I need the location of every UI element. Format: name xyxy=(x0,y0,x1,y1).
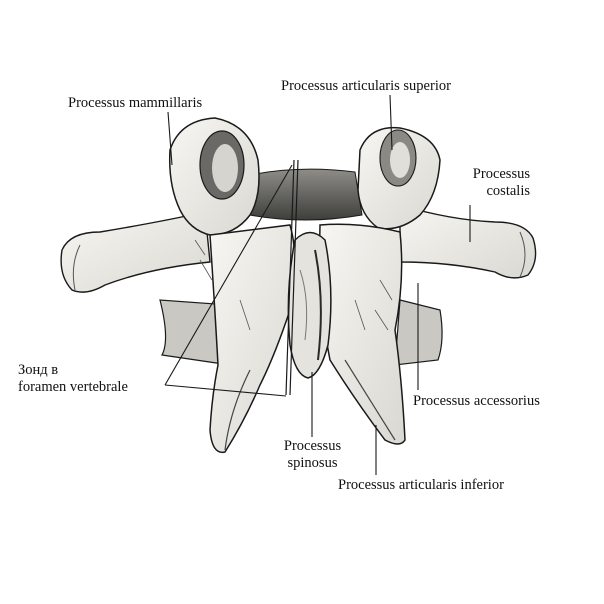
right-costal-process xyxy=(399,204,537,279)
right-lamina xyxy=(318,223,406,445)
shading-hatch xyxy=(194,239,393,331)
label-processus-articularis-superior: Processus articularis superior xyxy=(281,78,451,94)
probe xyxy=(285,159,299,396)
label-processus-accessorius: Processus accessorius xyxy=(413,393,540,409)
label-processus-spinosus: Processus spinosus xyxy=(283,438,342,471)
left-costal-process xyxy=(60,211,211,293)
left-lamina xyxy=(209,224,296,454)
vertebral-body xyxy=(249,168,363,221)
label-processus-mammillaris: Processus mammillaris xyxy=(68,95,203,111)
label-processus-costalis: Processus costalis xyxy=(472,166,530,199)
leader-lines xyxy=(164,94,471,475)
label-processus-articularis-inferior: Processus articularis inferior xyxy=(338,477,504,493)
label-zond-foramen-vertebrale: Зонд в foramen vertebrale xyxy=(18,362,128,395)
